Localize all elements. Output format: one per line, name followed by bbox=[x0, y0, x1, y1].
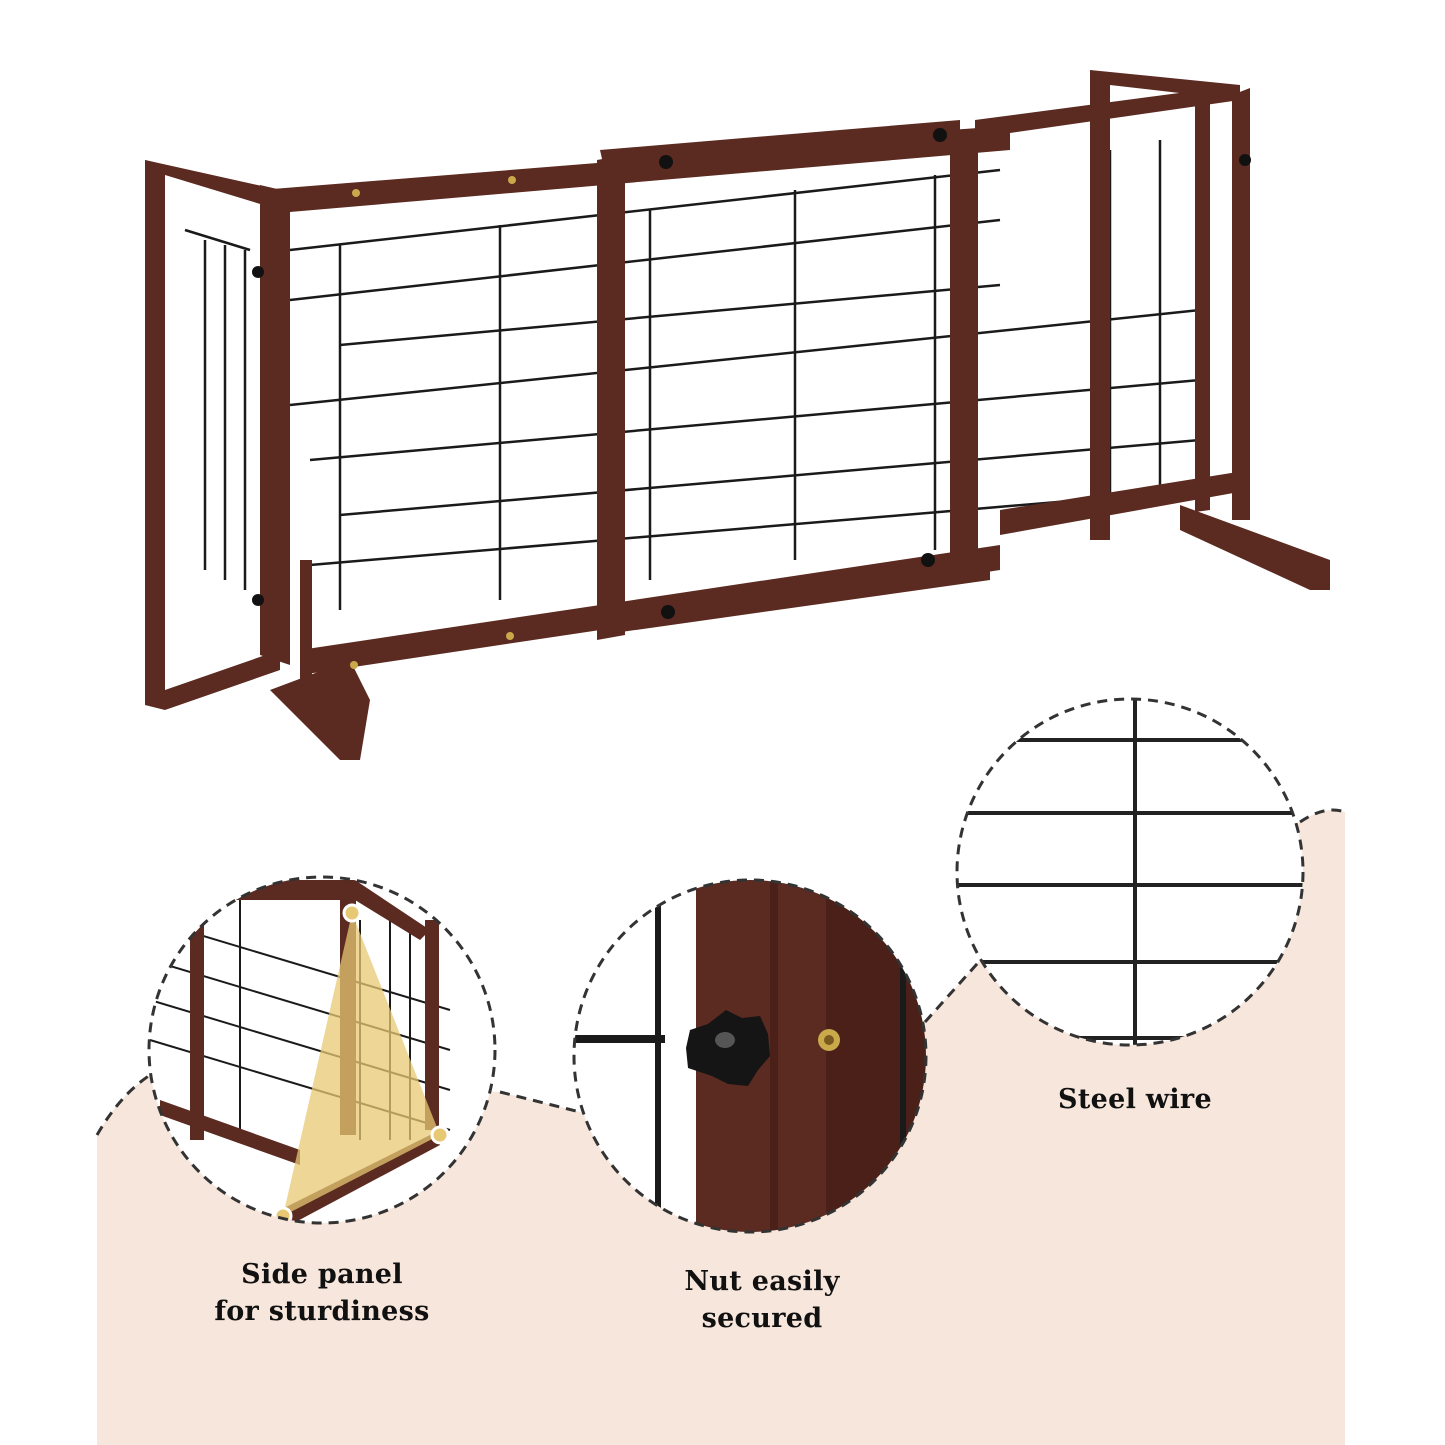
steel-wire-detail-image bbox=[955, 697, 1305, 1047]
caption-nut-line2: secured bbox=[701, 1303, 823, 1334]
caption-nut-line1: Nut easily bbox=[684, 1266, 840, 1297]
caption-side-panel: Side panel for sturdiness bbox=[182, 1256, 462, 1330]
wave-dashed-outline bbox=[95, 808, 1346, 1136]
caption-steel-wire: Steel wire bbox=[995, 1081, 1275, 1118]
fence-main-image bbox=[145, 70, 1330, 760]
side-panel-detail-image bbox=[147, 875, 497, 1225]
caption-nut: Nut easily secured bbox=[622, 1263, 902, 1337]
caption-side-panel-line1: Side panel bbox=[241, 1259, 403, 1290]
caption-side-panel-line2: for sturdiness bbox=[214, 1296, 430, 1327]
knob-icon bbox=[686, 1010, 770, 1086]
caption-steel-wire-line1: Steel wire bbox=[1058, 1084, 1212, 1115]
